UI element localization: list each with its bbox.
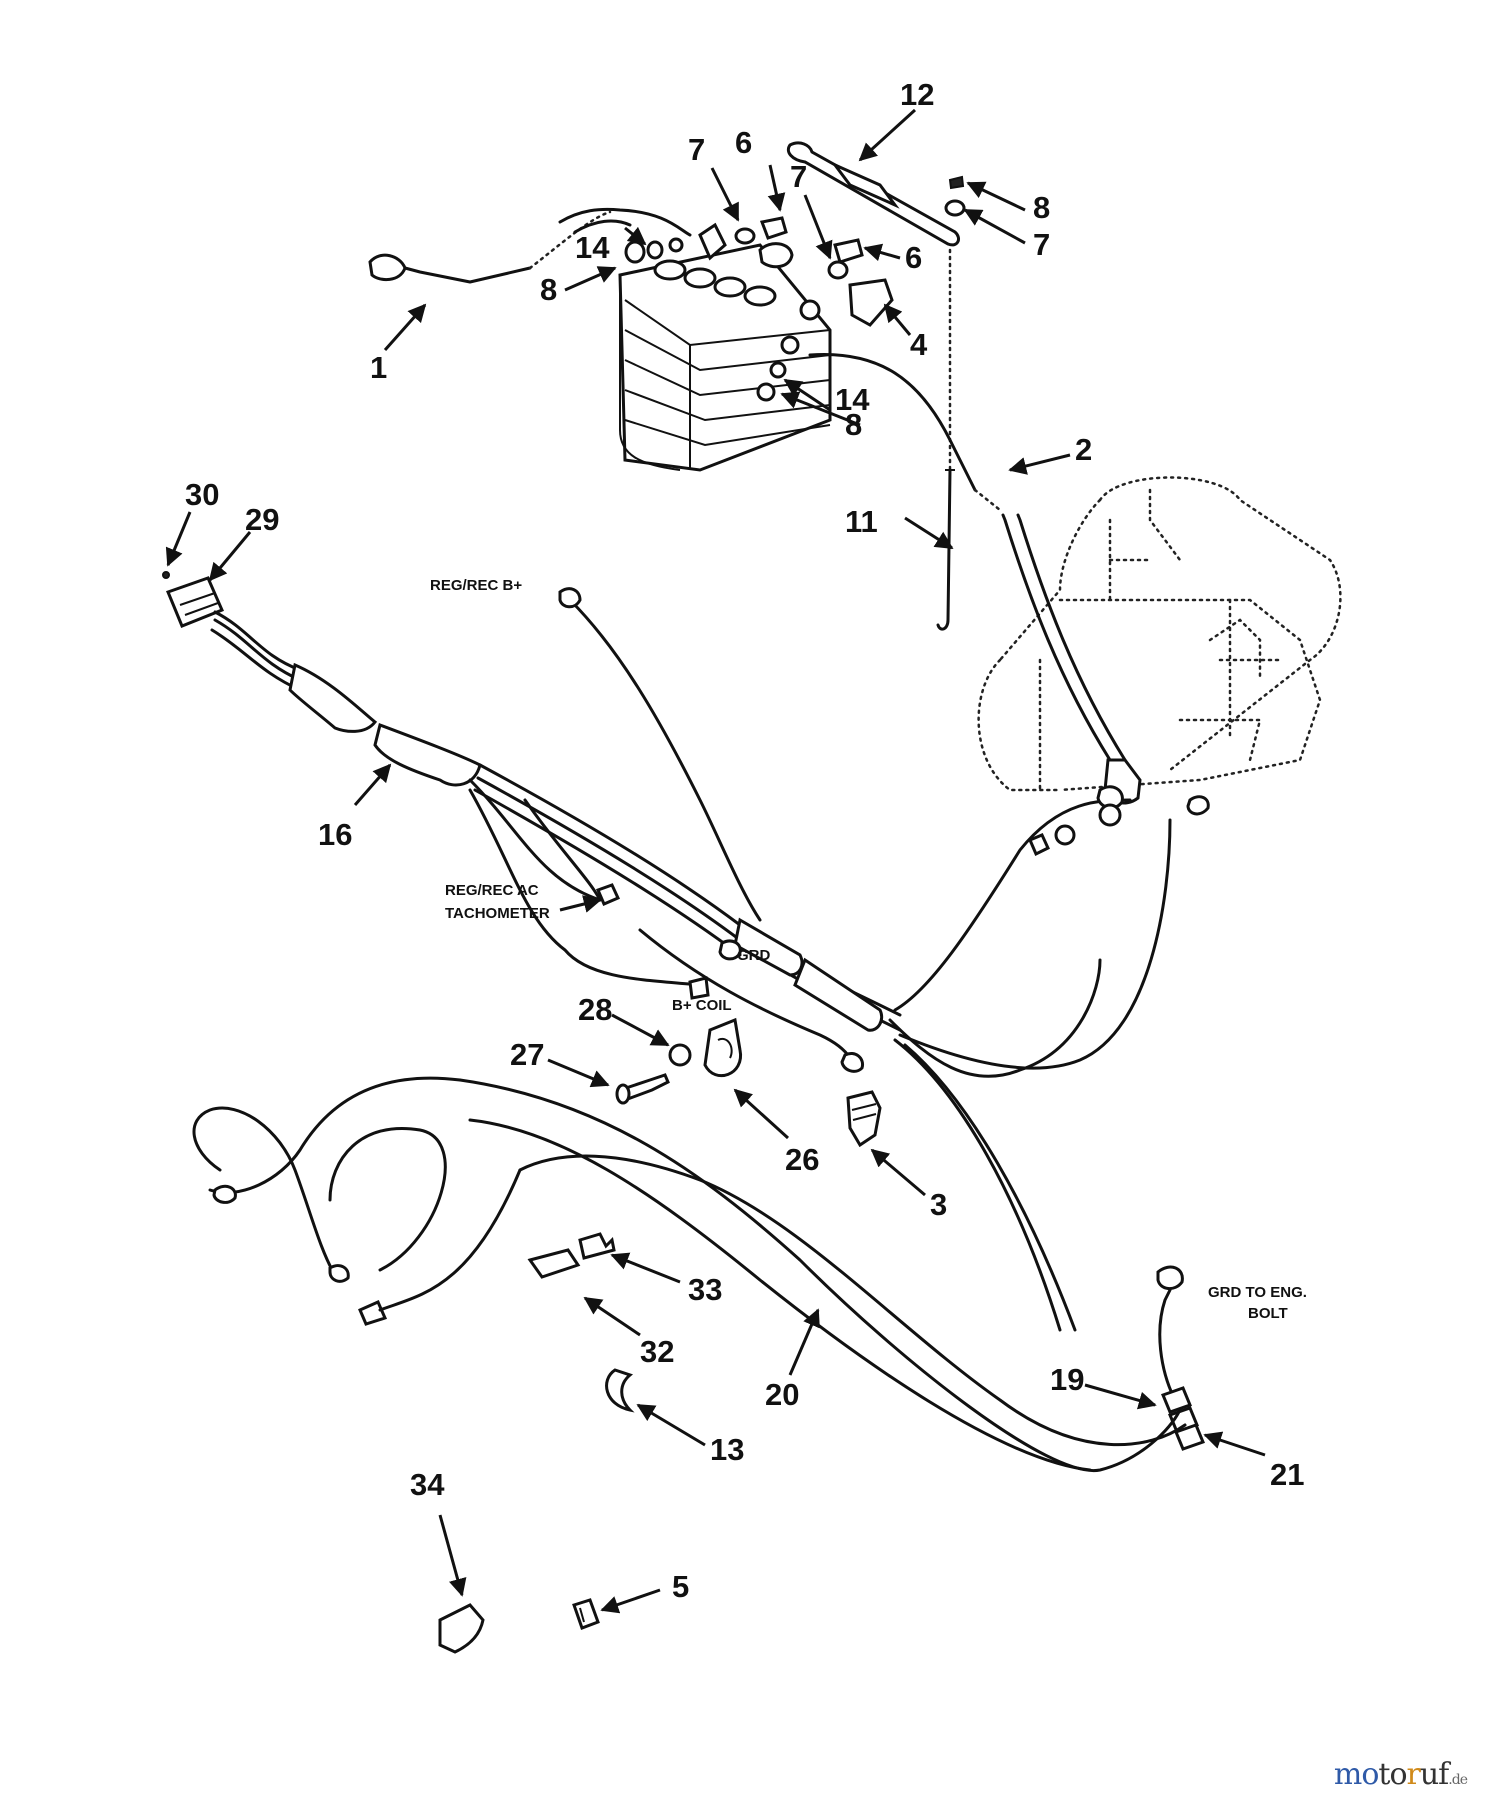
watermark-domain: .de [1448,1772,1468,1788]
watermark-logo: motoruf.de [1333,1757,1468,1792]
callout-26: 26 [785,1142,819,1177]
callout-28: 28 [578,992,612,1027]
callout-14a: 14 [575,230,610,265]
watermark-part4: uf [1419,1757,1449,1792]
hold-down-bar [786,141,960,631]
callout-8b: 8 [540,272,557,307]
label-tachometer: TACHOMETER [445,905,550,922]
callout-13: 13 [710,1432,744,1467]
watermark-part2: to [1378,1757,1407,1792]
label-regrec-ac: REG/REC AC [445,882,539,899]
watermark-part1: mo [1333,1757,1380,1792]
battery-cable-1 [368,207,692,284]
small-parts [438,1017,882,1654]
callout-6b: 6 [905,240,922,275]
label-regrec-b: REG/REC B+ [430,577,522,594]
main-harness [162,571,1210,1451]
callout-2: 2 [1075,432,1092,467]
callout-32: 32 [640,1334,674,1369]
callout-numbers: 1 2 3 4 5 6 6 7 7 7 8 8 8 11 12 13 14 14… [185,77,1304,1604]
callout-11: 11 [845,504,878,539]
callout-8c: 8 [845,407,862,442]
callout-16: 16 [318,817,352,852]
callout-5: 5 [672,1569,689,1604]
label-b-coil: B+ COIL [672,997,732,1014]
callout-33: 33 [688,1272,722,1307]
lower-harness [192,1076,1187,1473]
watermark-part3: r [1406,1757,1421,1792]
starter-motor-ghost [977,476,1342,792]
callout-14b: 14 [835,382,870,417]
callout-27: 27 [510,1037,544,1072]
callout-7a: 7 [688,132,705,167]
wire-labels: REG/REC B+ REG/REC AC TACHOMETER GRD B+ … [430,577,1307,1322]
label-bolt: BOLT [1248,1305,1288,1322]
callout-7b: 7 [790,159,807,194]
terminal-hardware [624,175,966,327]
callout-4: 4 [910,327,928,362]
callout-29: 29 [245,502,279,537]
callout-3: 3 [930,1187,947,1222]
callout-1: 1 [370,350,387,385]
callout-7c: 7 [1033,227,1050,262]
callout-30: 30 [185,477,219,512]
callout-arrows [165,108,1266,1614]
label-grd-eng: GRD TO ENG. [1208,1284,1307,1301]
callout-20: 20 [765,1377,799,1412]
callout-19: 19 [1050,1362,1084,1397]
callout-34: 34 [410,1467,445,1502]
callout-12: 12 [900,77,934,112]
callout-6a: 6 [735,125,752,160]
battery [618,243,832,472]
callout-21: 21 [1270,1457,1304,1492]
label-grd: GRD [737,947,771,964]
callout-8a: 8 [1033,190,1050,225]
